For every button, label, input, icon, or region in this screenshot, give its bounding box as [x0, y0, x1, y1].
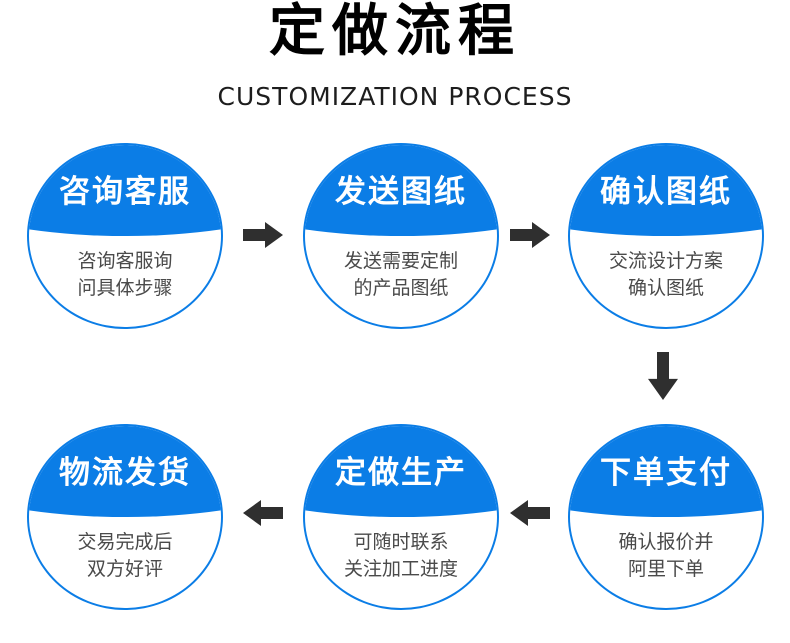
- step-title: 发送图纸: [335, 174, 467, 211]
- circle-blue-top: [570, 145, 762, 236]
- step-description: 可随时联系 关注加工进度: [305, 521, 497, 583]
- step-title: 咨询客服: [59, 174, 191, 211]
- step-circle-6: 物流发货 交易完成后 双方好评: [27, 424, 223, 610]
- step-desc-line1: 可随时联系: [353, 530, 449, 553]
- arrow-left-icon: [243, 500, 283, 526]
- step-desc-line2: 阿里下单: [627, 557, 704, 580]
- step-description: 确认报价并 阿里下单: [570, 521, 762, 583]
- circle-blue-top: [29, 426, 221, 517]
- step-description: 发送需要定制 的产品图纸: [305, 240, 497, 302]
- step-desc-line1: 确认报价并: [618, 530, 714, 553]
- step-desc-line2: 关注加工进度: [343, 557, 458, 580]
- step-title: 下单支付: [600, 455, 732, 492]
- step-desc-line2: 确认图纸: [627, 276, 704, 299]
- circle-blue-top: [305, 145, 497, 236]
- step-circle-5: 定做生产 可随时联系 关注加工进度: [303, 424, 499, 610]
- step-circle-2: 发送图纸 发送需要定制 的产品图纸: [303, 143, 499, 329]
- step-title: 确认图纸: [600, 174, 732, 211]
- step-circle-4: 下单支付 确认报价并 阿里下单: [568, 424, 764, 610]
- arrow-right-icon: [243, 222, 283, 248]
- step-desc-line1: 交流设计方案: [608, 249, 723, 272]
- arrow-down-icon: [648, 352, 678, 400]
- page-subtitle: CUSTOMIZATION PROCESS: [217, 82, 573, 111]
- circle-blue-top: [570, 426, 762, 517]
- page-title: 定做流程: [269, 0, 521, 64]
- step-desc-line2: 双方好评: [86, 557, 163, 580]
- step-desc-line1: 交易完成后: [77, 530, 173, 553]
- step-description: 咨询客服询 问具体步骤: [29, 240, 221, 302]
- step-desc-line2: 问具体步骤: [77, 276, 173, 299]
- step-desc-line1: 咨询客服询: [77, 249, 173, 272]
- arrow-right-icon: [510, 222, 550, 248]
- arrow-left-icon: [510, 500, 550, 526]
- circle-blue-top: [305, 426, 497, 517]
- step-desc-line2: 的产品图纸: [353, 276, 449, 299]
- step-description: 交易完成后 双方好评: [29, 521, 221, 583]
- step-circle-1: 咨询客服 咨询客服询 问具体步骤: [27, 143, 223, 329]
- step-title: 定做生产: [335, 455, 467, 492]
- circle-blue-top: [29, 145, 221, 236]
- step-title: 物流发货: [59, 455, 191, 492]
- step-description: 交流设计方案 确认图纸: [570, 240, 762, 302]
- step-desc-line1: 发送需要定制: [343, 249, 458, 272]
- step-circle-3: 确认图纸 交流设计方案 确认图纸: [568, 143, 764, 329]
